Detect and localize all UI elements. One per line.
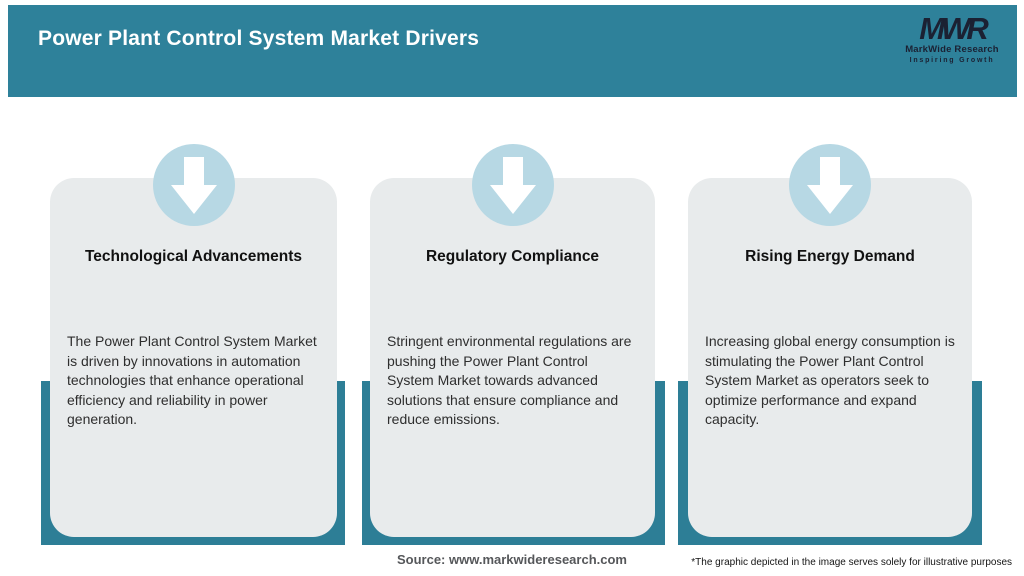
arrow-down-icon <box>152 144 235 226</box>
driver-card-rising-energy-demand: Rising Energy Demand Increasing global e… <box>688 144 972 537</box>
page-title: Power Plant Control System Market Driver… <box>38 27 480 50</box>
driver-card-regulatory-compliance: Regulatory Compliance Stringent environm… <box>370 144 655 537</box>
card-description: The Power Plant Control System Market is… <box>67 333 317 427</box>
source-text: Source: www.markwideresearch.com <box>396 552 627 567</box>
driver-card-technological-advancements: Technological Advancements The Power Pla… <box>50 144 337 537</box>
card-title: Rising Energy Demand <box>745 248 915 265</box>
logo-name: MarkWide Research <box>905 44 999 55</box>
card-description: Stringent environmental regulations are … <box>387 333 632 427</box>
arrow-down-icon <box>789 144 871 226</box>
arrow-down-icon <box>471 144 554 226</box>
disclaimer-text: *The graphic depicted in the image serve… <box>691 557 1012 568</box>
markwide-logo: MWR MarkWide Research Inspiring Growth <box>897 11 1007 64</box>
card-title: Regulatory Compliance <box>425 248 600 265</box>
card-description: Increasing global energy consumption is … <box>705 333 955 427</box>
logo-acronym: MWR <box>919 11 988 46</box>
card-title: Technological Advancements <box>84 248 303 265</box>
header-banner: Power Plant Control System Market Driver… <box>8 5 1017 97</box>
logo-tagline: Inspiring Growth <box>909 56 995 64</box>
